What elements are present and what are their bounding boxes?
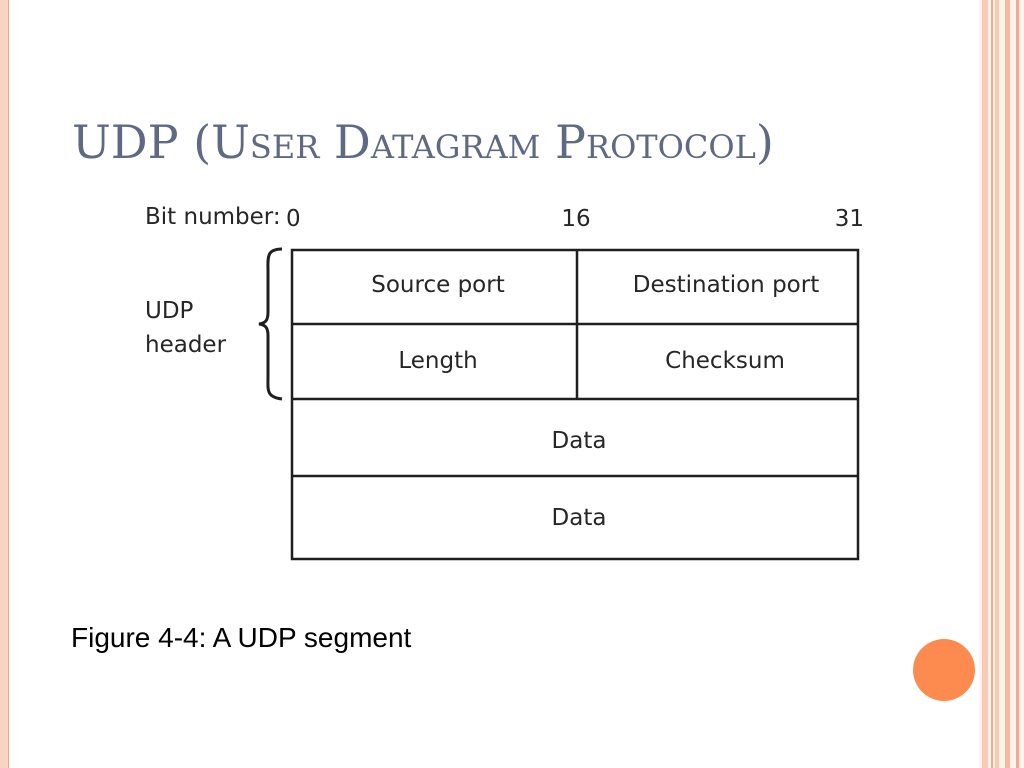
field-source-port: Source port xyxy=(371,272,504,298)
bit-position-31: 31 xyxy=(835,206,864,232)
segment-outline xyxy=(290,248,860,561)
field-length: Length xyxy=(398,348,477,374)
orange-circle-decoration xyxy=(913,639,975,701)
field-data: Data xyxy=(552,505,607,531)
bit-number-label: Bit number: xyxy=(145,204,281,230)
bit-position-16: 16 xyxy=(561,206,590,232)
header-curly-brace xyxy=(258,247,283,401)
field-data: Data xyxy=(552,428,607,454)
udp-header-label-line1: UDP xyxy=(145,298,194,324)
slide-title: UDP (User Datagram Protocol) xyxy=(72,115,774,169)
left-frame-border xyxy=(0,0,9,768)
bit-position-0: 0 xyxy=(286,206,301,232)
figure-caption: Figure 4-4: A UDP segment xyxy=(71,622,412,653)
field-destination-port: Destination port xyxy=(633,272,819,298)
right-frame-border xyxy=(979,0,1024,768)
field-checksum: Checksum xyxy=(665,348,785,374)
udp-header-label-line2: header xyxy=(145,332,227,358)
